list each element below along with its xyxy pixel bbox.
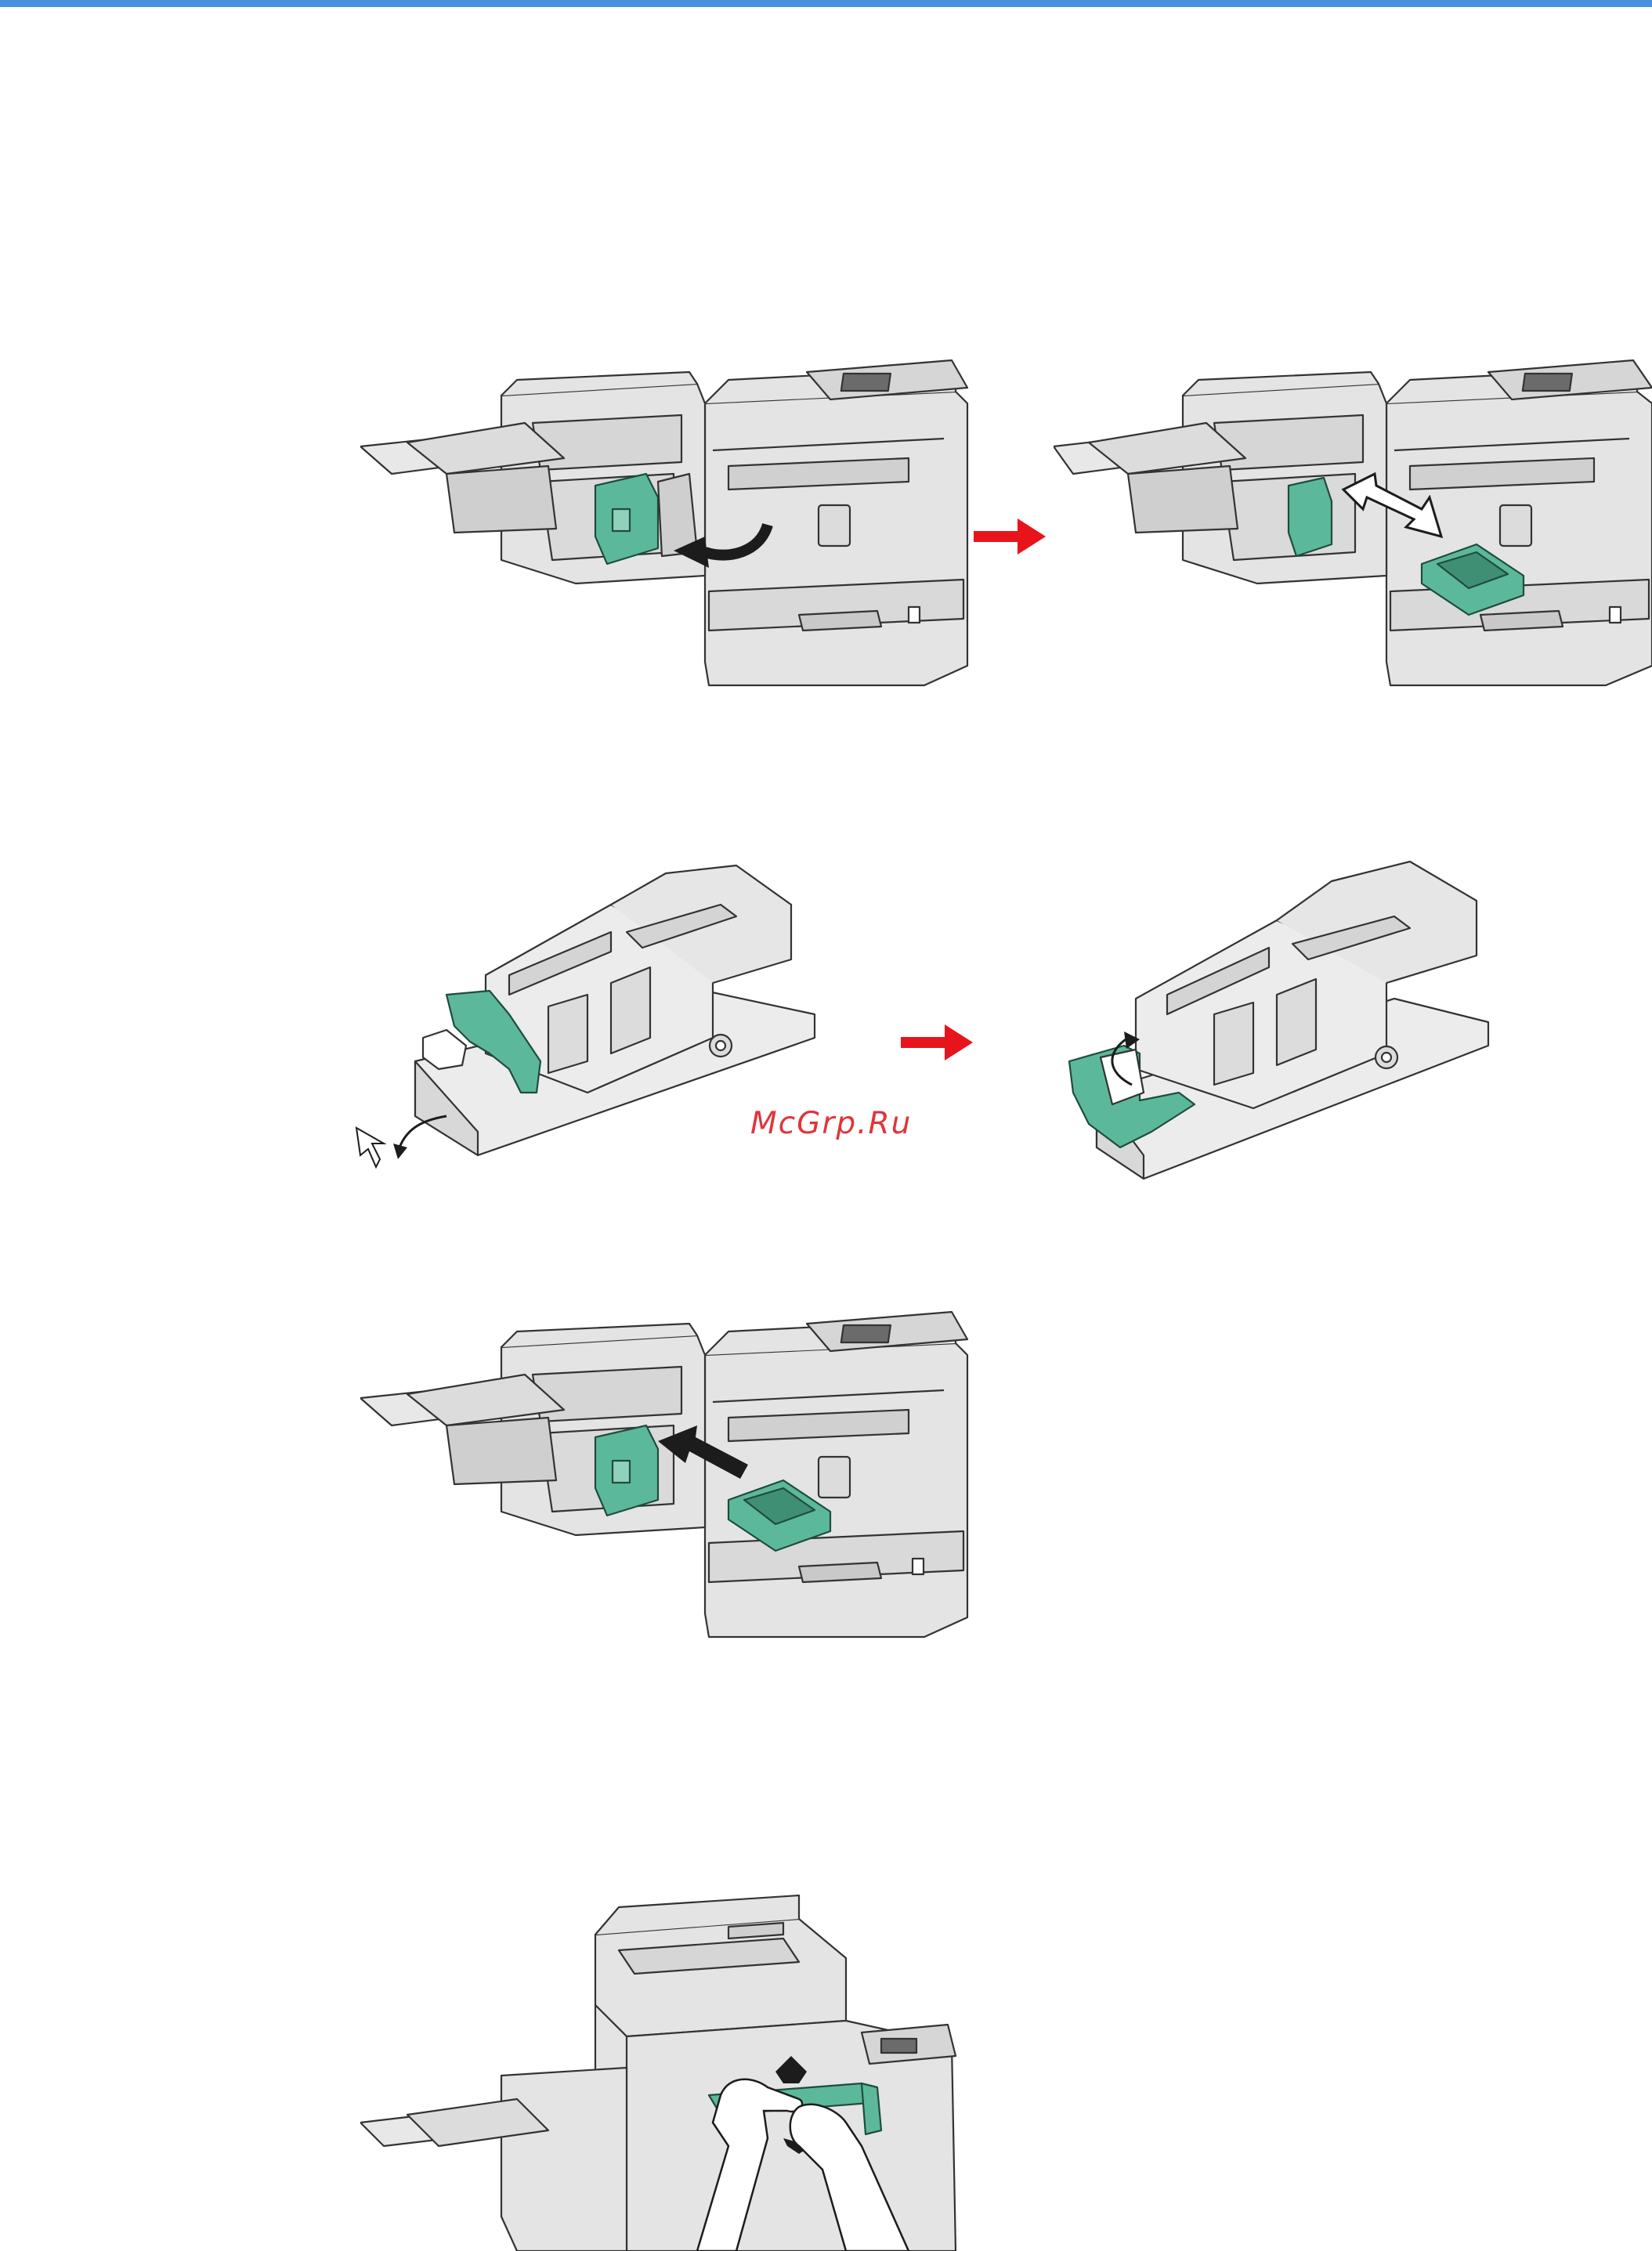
staple-cartridge-insert-icon xyxy=(360,1308,971,1645)
figure-lift-holder xyxy=(1065,858,1496,1187)
figure-insert-cartridge xyxy=(360,1308,971,1645)
next-step-arrow-icon xyxy=(974,518,1046,555)
header-accent-bar xyxy=(0,0,1652,7)
next-step-arrow-icon xyxy=(901,1024,973,1060)
staple-cartridge-removed-icon xyxy=(1054,356,1652,693)
staple-holder-lift-icon xyxy=(1065,858,1496,1187)
finisher-door-open-icon xyxy=(360,356,971,693)
figure-close-cover xyxy=(360,1888,987,2251)
front-cover-close-icon xyxy=(360,1888,987,2251)
watermark-text: McGrp.Ru xyxy=(750,1106,912,1141)
figure-remove-cartridge xyxy=(1054,356,1652,693)
figure-open-cover xyxy=(360,356,971,693)
